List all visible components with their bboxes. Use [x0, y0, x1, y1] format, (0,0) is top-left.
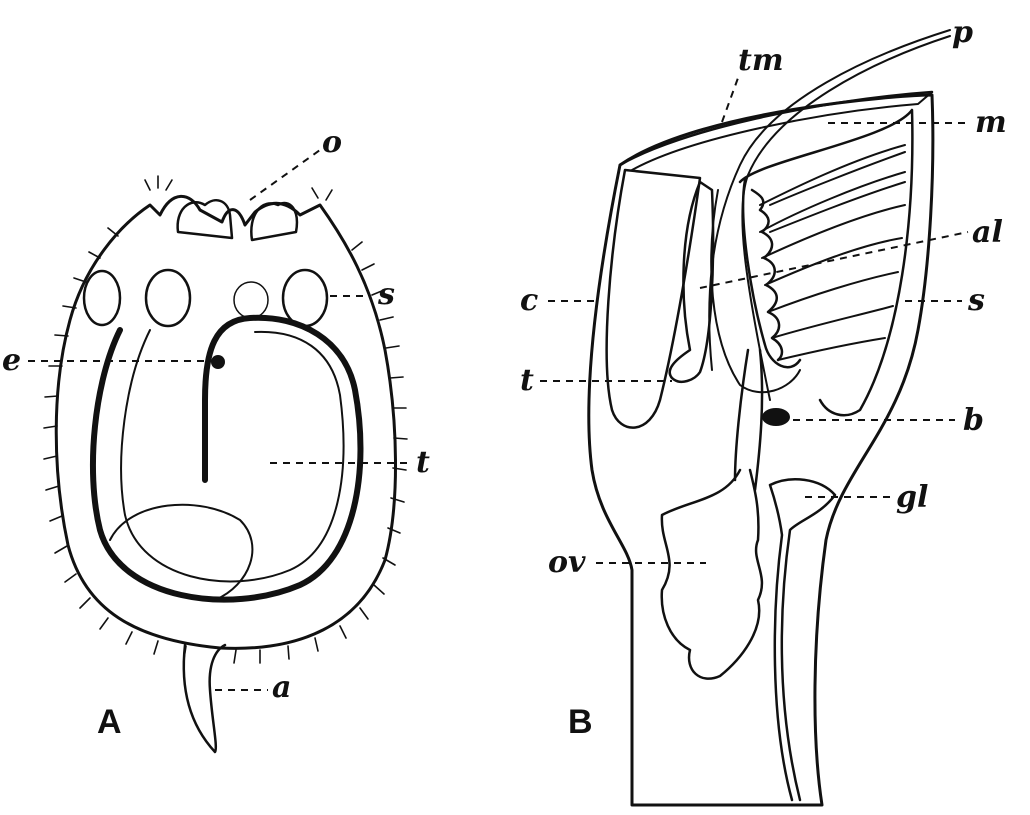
- section-body: [587, 93, 935, 807]
- label-o: o: [322, 125, 342, 160]
- panel-b-drawing: [587, 29, 951, 807]
- panel-a-drawing: [43, 175, 408, 754]
- label-ov: ov: [548, 545, 586, 580]
- label-c: c: [520, 283, 538, 318]
- label-s: s: [377, 277, 395, 312]
- label-t: t: [416, 445, 430, 480]
- label-a: a: [272, 670, 291, 705]
- label-e: e: [2, 343, 21, 378]
- label-al: al: [972, 215, 1003, 250]
- label-gl: gl: [896, 480, 928, 515]
- label-p: p: [952, 15, 973, 50]
- caption-a: A: [97, 703, 122, 741]
- caption-b: B: [568, 703, 593, 741]
- label-t-b: t: [520, 363, 534, 398]
- label-tm: tm: [738, 43, 784, 78]
- panel-b-labels: tm p m al c s t b gl ov B: [520, 15, 1007, 741]
- label-m: m: [975, 105, 1007, 140]
- panel-a-labels: o s e t a A: [2, 125, 430, 741]
- label-b: b: [963, 403, 984, 438]
- label-s-b: s: [967, 283, 985, 318]
